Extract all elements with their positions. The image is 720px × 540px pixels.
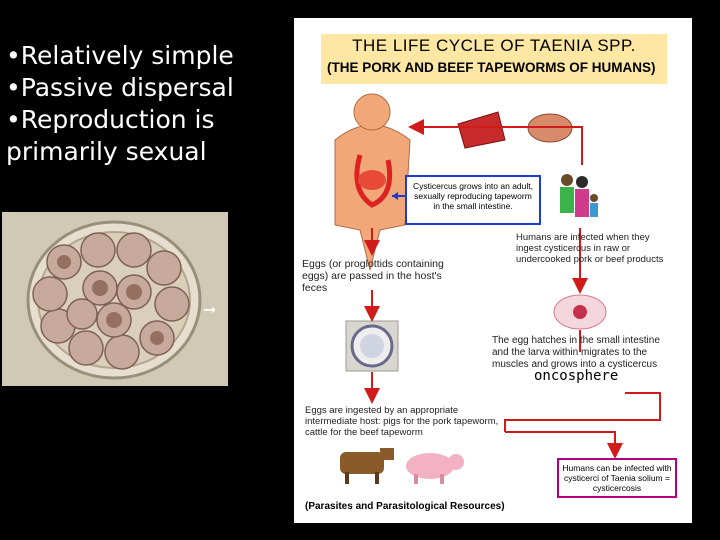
pointer-arrow-icon: ➞: [203, 300, 217, 319]
human-body-illustration: [334, 93, 411, 271]
bullet-item: •Reproduction is: [6, 105, 215, 134]
meat-illustration: [457, 111, 573, 149]
cysticercus-box-text: Cysticercus grows into an adult, sexuall…: [413, 181, 533, 211]
cysticercosis-box-text: Humans can be infected with cysticerci o…: [562, 463, 672, 493]
egg-micrograph: [2, 212, 228, 386]
eggs-passed-label: Eggs (or proglottids containing eggs) ar…: [302, 258, 444, 294]
diagram-title: THE LIFE CYCLE OF TAENIA SPP.: [352, 36, 636, 55]
humans-infected-label: Humans are infected when they ingest cys…: [516, 232, 664, 265]
source-credit: (Parasites and Parasitological Resources…: [305, 501, 505, 512]
bullet-item: primarily sexual: [6, 137, 207, 166]
bullet-item: •Passive dispersal: [6, 73, 234, 102]
cysticercus-info-box: Cysticercus grows into an adult, sexuall…: [405, 175, 541, 225]
cysticercosis-box: Humans can be infected with cysticerci o…: [557, 458, 677, 498]
egg-illustration: [345, 320, 399, 372]
cysticercus-illustration: [553, 294, 607, 330]
egg-cluster-illustration: [2, 212, 228, 386]
bullet-list: •Relatively simple •Passive dispersal •R…: [6, 40, 234, 168]
diagram-title-box: THE LIFE CYCLE OF TAENIA SPP. (THE PORK …: [321, 34, 667, 84]
oncosphere-label: oncosphere: [534, 368, 619, 384]
bullet-item: •Relatively simple: [6, 41, 234, 70]
cow-illustration: [340, 448, 394, 484]
pig-illustration: [406, 453, 464, 484]
family-illustration: [560, 174, 598, 217]
diagram-subtitle: (THE PORK AND BEEF TAPEWORMS OF HUMANS): [327, 60, 656, 75]
eggs-ingested-label: Eggs are ingested by an appropriate inte…: [305, 405, 499, 438]
egg-hatches-label: The egg hatches in the small intestine a…: [492, 335, 660, 370]
